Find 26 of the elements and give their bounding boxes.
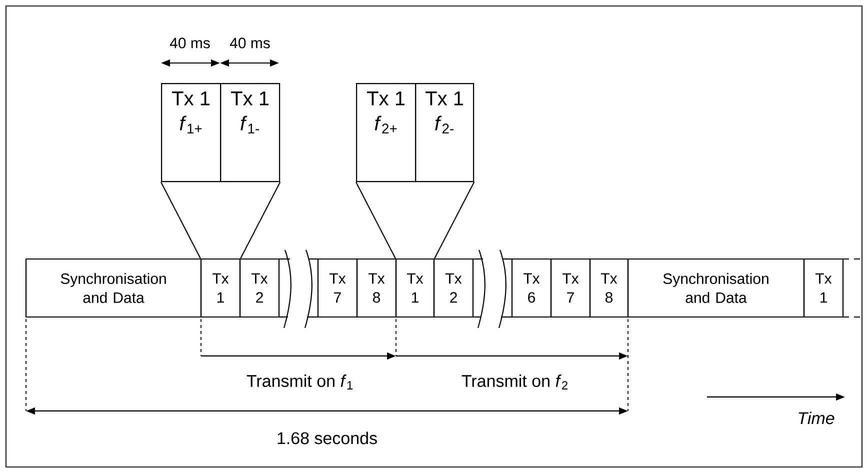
expanded-slot-box: Tx 1 f$_{1-}$	[220, 83, 280, 182]
slot-cell: Tx 8	[589, 258, 629, 318]
zoom-line	[434, 182, 475, 259]
axis-label: Time	[798, 412, 834, 424]
span-label: Transmit on f$_{1}$	[246, 374, 352, 390]
slot-cell: Tx 1	[395, 258, 435, 318]
slot-cell: Tx 1	[803, 258, 844, 318]
slot-cell: Tx 1	[200, 258, 241, 318]
zoom-line	[160, 182, 201, 259]
slot-cell: Tx 7	[550, 258, 591, 318]
dimension-label: 1.68 seconds	[278, 432, 377, 444]
frame-cell: Synchronisation and Data	[627, 258, 805, 318]
slot-cell: Tx 7	[317, 258, 358, 318]
slot-cell: Tx 2	[433, 258, 474, 318]
zoom-line	[356, 182, 396, 259]
span-label: Transmit on f$_{2}$	[462, 374, 568, 390]
slot-cell: Tx 6	[511, 258, 552, 318]
expanded-slot-box: Tx 1 f$_{2+}$	[356, 83, 416, 182]
zoom-line	[240, 182, 281, 259]
dimension-label: 40 ms	[230, 38, 270, 48]
frame-cell: Synchronisation and Data	[25, 258, 202, 318]
dimension-label: 40 ms	[170, 38, 210, 48]
slot-cell: Tx 2	[239, 258, 280, 318]
expanded-slot-box: Tx 1 f$_{1+}$	[161, 83, 222, 182]
slot-cell: Tx 8	[356, 258, 397, 318]
expanded-slot-box: Tx 1 f$_{2-}$	[415, 83, 474, 182]
